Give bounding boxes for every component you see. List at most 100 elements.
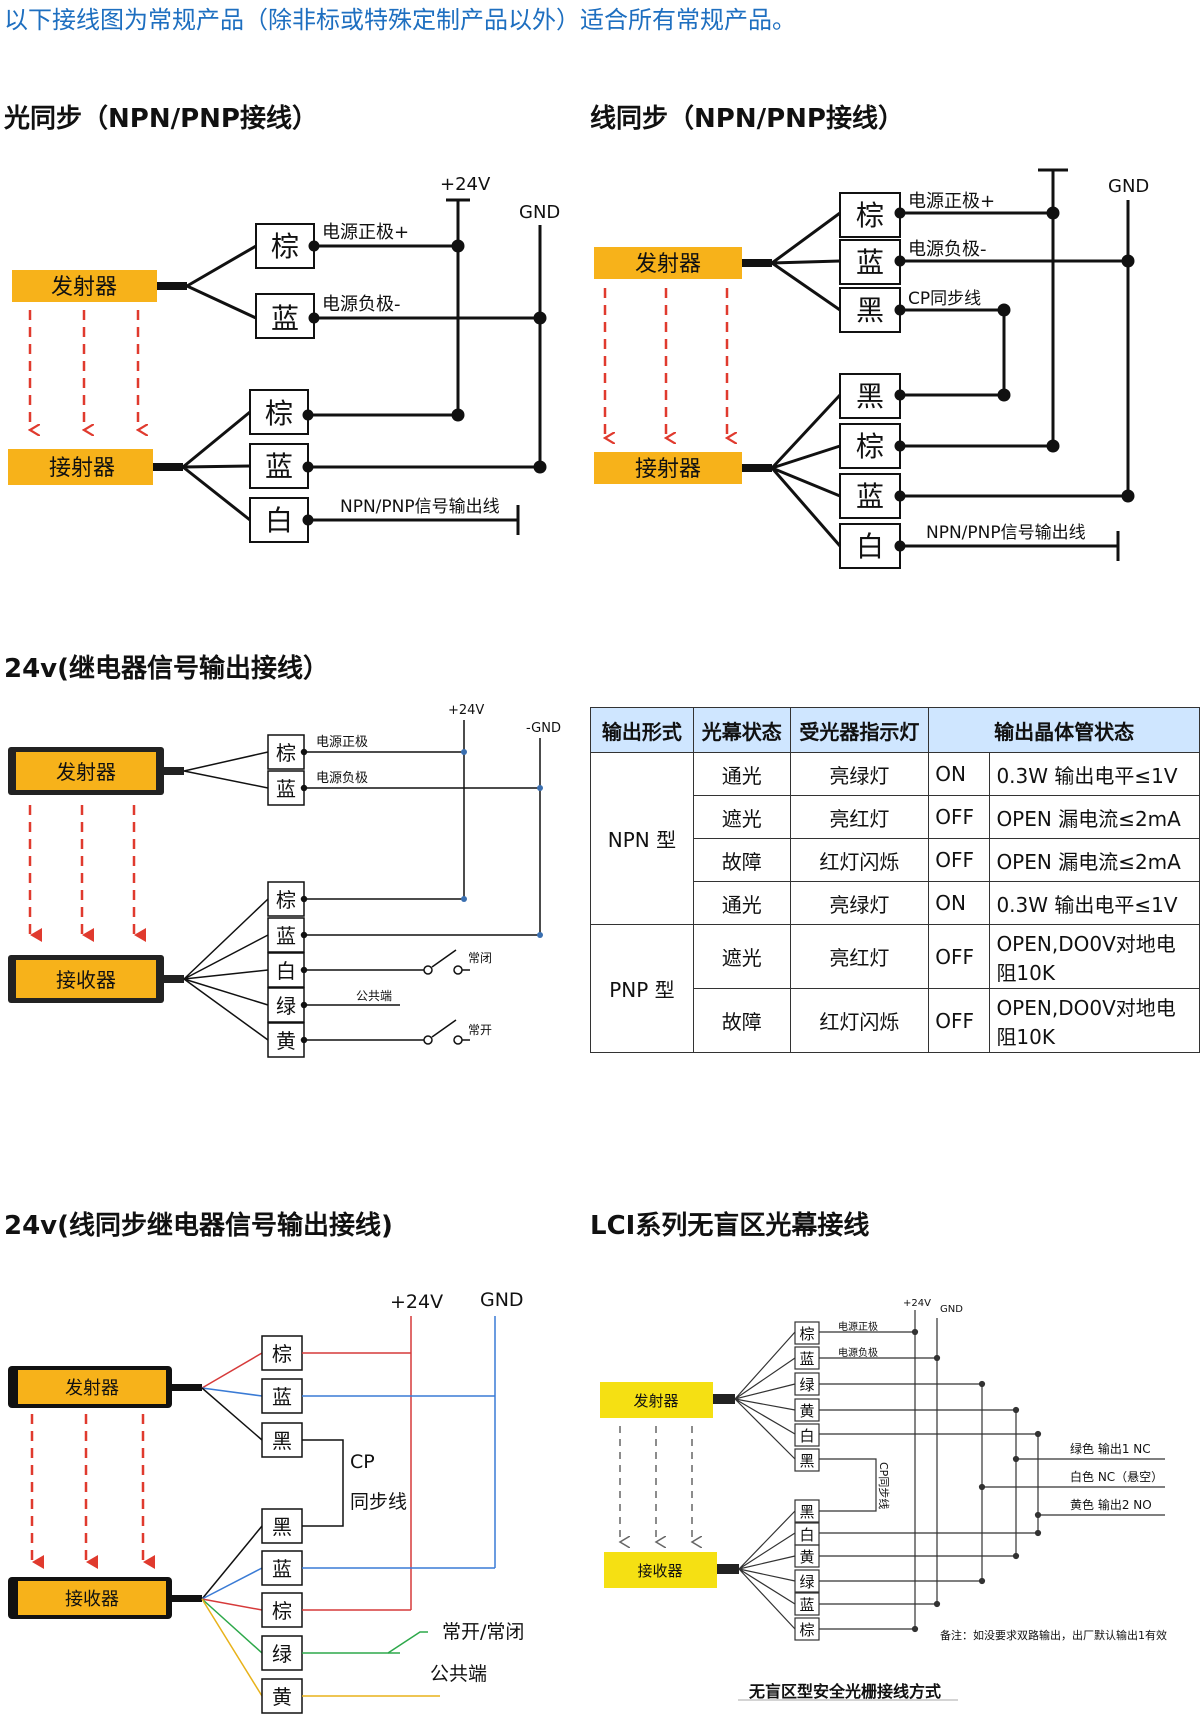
wire-black: 黑 xyxy=(799,1452,814,1470)
wire-blue: 蓝 xyxy=(276,777,296,801)
intro-text: 以下接线图为常规产品（除非标或特殊定制产品以外）适合所有常规产品。 xyxy=(4,6,796,34)
table-header: 输出晶体管状态 xyxy=(928,707,1200,753)
table-row: NPN 型 通光 亮绿灯 ON 0.3W 输出电平≤1V xyxy=(590,752,1200,925)
table-row: 故障 红灯闪烁 OFF OPEN 漏电流≤2mA xyxy=(591,838,1200,882)
wire-black: 黑 xyxy=(799,1503,814,1521)
gnd-label: GND xyxy=(519,202,560,223)
no-nc-label: 常开/常闭 xyxy=(442,1621,524,1643)
wire-white: 白 xyxy=(799,1427,814,1445)
wire-white: 白 xyxy=(276,959,296,983)
table-cell: 0.3W 输出电平≤1V xyxy=(989,881,1200,925)
wire-white: 白 xyxy=(265,504,293,537)
note-text: 备注：如没要求双路输出，出厂默认输出1有效 xyxy=(940,1628,1167,1642)
signal-label: NPN/PNP信号输出线 xyxy=(926,523,1086,543)
gnd-label: -GND xyxy=(526,721,561,736)
signal-label: NPN/PNP信号输出线 xyxy=(340,497,500,517)
table-cell: 亮绿灯 xyxy=(789,881,930,925)
v24-label: +24V xyxy=(440,174,491,195)
table-row: 故障 红灯闪烁 OFF OPEN,DO0V对地电阻10K xyxy=(591,988,1200,1053)
wire-yellow: 黄 xyxy=(799,1548,814,1566)
wire-black: 黑 xyxy=(856,380,884,413)
output-nc-label: 白色 NC（悬空） xyxy=(1070,1469,1163,1484)
diagram-light-sync xyxy=(8,198,547,543)
diagram-wire-sync xyxy=(594,168,1135,569)
wire-brown: 棕 xyxy=(276,888,296,912)
receiver-box xyxy=(604,1552,717,1588)
cp-sync-label: CP同步线 xyxy=(908,289,981,309)
nc-label: 常闭 xyxy=(468,951,492,965)
cp-sync-label: CP同步线 xyxy=(877,1462,891,1509)
table-cell: 通光 xyxy=(692,752,791,796)
npn-type-cell: NPN 型 xyxy=(590,752,694,925)
table-row: 通光 亮绿灯 ON 0.3W 输出电平≤1V xyxy=(591,881,1200,925)
emitter-label: 发射器 xyxy=(65,1378,119,1399)
table-cell: 通光 xyxy=(692,881,791,925)
wire-blue: 蓝 xyxy=(271,302,299,335)
gnd-label: GND xyxy=(1108,176,1149,197)
table-cell: 故障 xyxy=(692,988,791,1053)
wire-green: 绿 xyxy=(276,994,296,1018)
section-title-lci: LCI系列无盲区光幕接线 xyxy=(590,1211,870,1241)
section-title-light-sync: 光同步（NPN/PNP接线） xyxy=(4,104,318,134)
wire-blue: 蓝 xyxy=(856,480,884,513)
wire-white: 白 xyxy=(799,1526,814,1544)
section-title-wire-sync: 线同步（NPN/PNP接线） xyxy=(590,104,904,134)
table-cell: OPEN,DO0V对地电阻10K xyxy=(989,988,1200,1053)
power-pos-label: 电源正极+ xyxy=(908,191,995,212)
section-title-wire-sync-relay: 24v(线同步继电器信号输出接线) xyxy=(4,1211,393,1241)
table-cell: OFF xyxy=(928,838,991,882)
table-cell: 故障 xyxy=(692,838,791,882)
wire-brown: 棕 xyxy=(272,1599,292,1623)
output-table: 输出形式 光幕状态 受光器指示灯 输出晶体管状态 NPN 型 通光 亮绿灯 ON… xyxy=(590,707,1200,1053)
diagram-relay xyxy=(8,720,543,1058)
table-header: 受光器指示灯 xyxy=(789,707,930,753)
wire-brown: 棕 xyxy=(799,1325,814,1343)
power-neg-label: 电源负极- xyxy=(322,294,401,315)
wire-blue: 蓝 xyxy=(799,1596,814,1614)
table-cell: OFF xyxy=(928,988,991,1053)
wire-blue: 蓝 xyxy=(265,450,293,483)
sync-line-label: 同步线 xyxy=(350,1491,407,1513)
emitter-label: 发射器 xyxy=(51,275,117,300)
table-cell: 红灯闪烁 xyxy=(789,838,930,882)
wire-blue: 蓝 xyxy=(272,1557,292,1581)
table-header-row: 输出形式 光幕状态 受光器指示灯 输出晶体管状态 xyxy=(590,707,1200,753)
v24-label: +24V xyxy=(390,1291,443,1313)
emitter-label: 发射器 xyxy=(56,760,116,784)
emitter-label: 发射器 xyxy=(633,1392,678,1410)
diagram-lci xyxy=(600,1310,1165,1701)
wire-black: 黑 xyxy=(272,1429,292,1453)
section-title-relay: 24v(继电器信号输出接线） xyxy=(4,654,330,684)
table-cell: 亮红灯 xyxy=(789,924,930,989)
caption-text: 无盲区型安全光栅接线方式 xyxy=(748,1682,941,1701)
table-cell: 0.3W 输出电平≤1V xyxy=(989,752,1200,796)
wire-green: 绿 xyxy=(799,1573,814,1591)
v24-label: +24V xyxy=(448,703,484,718)
table-cell: OPEN 漏电流≤2mA xyxy=(989,795,1200,839)
wire-blue: 蓝 xyxy=(276,924,296,948)
receiver-box xyxy=(594,452,742,484)
power-pos-label: 电源正极 xyxy=(838,1320,878,1333)
emitter-box xyxy=(600,1382,713,1418)
table-cell: OFF xyxy=(928,924,991,989)
wire-black: 黑 xyxy=(856,294,884,327)
v24-label: +24V xyxy=(903,1298,931,1309)
power-pos-label: 电源正极 xyxy=(316,735,368,750)
gnd-label: GND xyxy=(940,1304,963,1315)
no-label: 常开 xyxy=(468,1023,492,1037)
power-pos-label: 电源正极+ xyxy=(322,222,409,243)
table-row: 遮光 亮红灯 OFF OPEN 漏电流≤2mA xyxy=(591,795,1200,839)
power-neg-label: 电源负极 xyxy=(316,771,368,786)
wire-yellow: 黄 xyxy=(799,1402,814,1420)
wire-blue: 蓝 xyxy=(799,1350,814,1368)
emitter-label: 发射器 xyxy=(635,252,701,277)
table-row: PNP 型 遮光 亮红灯 OFF OPEN,DO0V对地电阻10K xyxy=(590,924,1200,1053)
power-neg-label: 电源负极 xyxy=(838,1346,878,1359)
table-header: 光幕状态 xyxy=(692,707,791,753)
wire-brown: 棕 xyxy=(271,230,299,263)
receiver-label: 接收器 xyxy=(637,1562,682,1580)
emitter-box xyxy=(594,247,742,279)
table-cell: ON xyxy=(928,881,991,925)
table-cell: OPEN,DO0V对地电阻10K xyxy=(989,924,1200,989)
table-cell: 亮红灯 xyxy=(789,795,930,839)
